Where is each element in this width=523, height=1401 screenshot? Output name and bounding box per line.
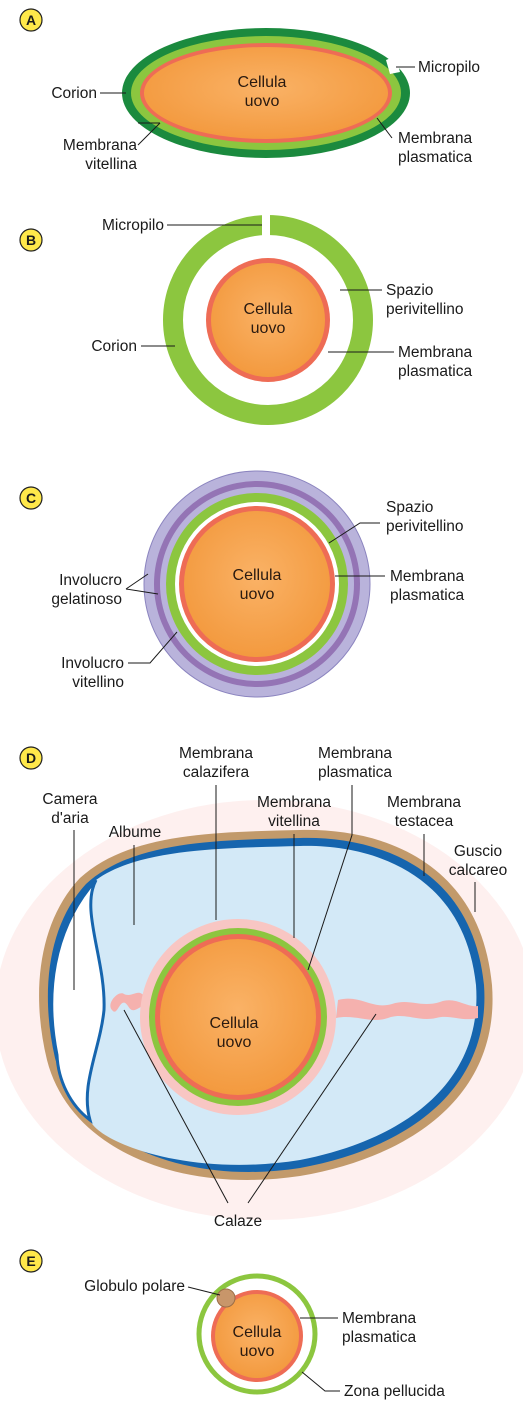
badge-d: D: [19, 746, 43, 770]
panel-b-corion-label: Corion: [91, 338, 137, 355]
panel-d-cell-label-2: uovo: [217, 1034, 252, 1051]
panel-b-spazio-label-2: perivitellino: [386, 301, 464, 318]
panel-b-plasmatica-label-1: Membrana: [398, 344, 472, 361]
panel-e: E Cellula uovo Globulo polare Membrana p…: [19, 1249, 445, 1400]
panel-c-gel-label-1: Involucro: [59, 572, 122, 589]
panel-d-cell-label-1: Cellula: [210, 1015, 259, 1032]
panel-d-chalaza-left: [110, 992, 160, 1012]
panel-d-vitellina-label-1: Membrana: [257, 794, 331, 811]
panel-b-plasmatica-label-2: plasmatica: [398, 363, 472, 380]
panel-e-cell-label-1: Cellula: [233, 1324, 282, 1341]
panel-a-vitellina-label-2: vitellina: [85, 156, 137, 173]
panel-d-air-chamber: [50, 879, 106, 1124]
badge-c: C: [19, 486, 43, 510]
panel-b-spazio-label-1: Spazio: [386, 282, 433, 299]
panel-a-plasmatica-label-2: plasmatica: [398, 149, 472, 166]
panel-c-cell-label-1: Cellula: [233, 567, 282, 584]
panel-a-plasmatica-label-1: Membrana: [398, 130, 472, 147]
panel-a-cell-label-1: Cellula: [238, 74, 287, 91]
panel-b-micropyle: [262, 212, 270, 236]
panel-a-micropyle: [386, 56, 400, 74]
panel-c-gel-label-2: gelatinoso: [51, 591, 122, 608]
panel-d-chalaza-right: [336, 998, 478, 1020]
panel-c-gel-leader-1: [125, 573, 149, 590]
badge-b: B: [19, 228, 43, 252]
panel-a-micropilo-label: Micropilo: [418, 59, 480, 76]
panel-e-globulo-label: Globulo polare: [84, 1278, 185, 1295]
badge-a-letter: A: [26, 12, 36, 28]
panel-d-calaze-label: Calaze: [214, 1213, 262, 1230]
panel-a-cell: [144, 47, 388, 139]
panel-d-guscio-label-2: calcareo: [449, 862, 508, 879]
panel-d-calaze-leader-right: [247, 1013, 377, 1204]
panel-a-vitellina-label-1: Membrana: [63, 137, 137, 154]
badge-e: E: [19, 1249, 43, 1273]
panel-b-cell-label-2: uovo: [251, 320, 286, 337]
panel-c-plasmatica-label-1: Membrana: [390, 568, 464, 585]
badge-a: A: [19, 8, 43, 32]
badge-d-letter: D: [26, 750, 36, 766]
panel-d-vitellina-label-2: vitellina: [268, 813, 320, 830]
panel-d-plasmatica-leader: [307, 785, 353, 971]
panel-e-plasmatica-label-1: Membrana: [342, 1310, 416, 1327]
panel-d-albume-label: Albume: [109, 824, 162, 841]
panel-b-cell-label-1: Cellula: [244, 301, 293, 318]
panel-b-micropilo-label: Micropilo: [102, 217, 164, 234]
panel-a-cell-label-2: uovo: [245, 93, 280, 110]
panel-a: A Cellula uovo Corion Micropilo Membrana…: [19, 8, 480, 173]
panel-d-plasmatica-label-2: plasmatica: [318, 764, 392, 781]
panel-e-zona-leader: [301, 1371, 340, 1392]
panel-d-cell: [160, 939, 316, 1095]
panel-d-camera-label-2: d'aria: [51, 810, 89, 827]
panel-d-calazifera-label-1: Membrana: [179, 745, 253, 762]
panel-e-polar-body: [216, 1288, 236, 1308]
panel-d: D Cellula uovo Membrana calazifera Membr…: [0, 745, 523, 1230]
panel-c-cell-label-2: uovo: [240, 586, 275, 603]
panel-a-corion-label: Corion: [51, 85, 97, 102]
panel-c-vitellino-leader: [128, 631, 178, 664]
panel-e-globulo-leader: [187, 1286, 221, 1296]
panel-d-guscio-label-1: Guscio: [454, 843, 502, 860]
badge-c-letter: C: [26, 490, 36, 506]
panel-c-vitellino-label-1: Involucro: [61, 655, 124, 672]
panel-c-plasmatica-label-2: plasmatica: [390, 587, 464, 604]
panel-a-vitellina-leader-2: [137, 122, 161, 146]
panel-b: B Cellula uovo Micropilo Corion Spazio p…: [19, 212, 472, 425]
panel-e-cell: [215, 1294, 299, 1378]
panel-c-spazio-label-1: Spazio: [386, 499, 433, 516]
panel-d-calaze-leader-left: [123, 1009, 229, 1204]
panel-d-testacea-label-1: Membrana: [387, 794, 461, 811]
badge-b-letter: B: [26, 232, 36, 248]
panel-c-spazio-label-2: perivitellino: [386, 518, 464, 535]
panel-c-cell: [184, 511, 330, 657]
panel-e-plasmatica-label-2: plasmatica: [342, 1329, 416, 1346]
panel-e-cell-label-2: uovo: [240, 1343, 275, 1360]
panel-d-testacea-label-2: testacea: [395, 813, 454, 830]
panel-d-plasmatica-label-1: Membrana: [318, 745, 392, 762]
panel-d-camera-label-1: Camera: [42, 791, 98, 808]
panel-c-vitellino-label-2: vitellino: [72, 674, 124, 691]
badge-e-letter: E: [26, 1253, 35, 1269]
panel-a-plasmatica-leader: [376, 117, 393, 139]
panel-c: C Cellula uovo Spazio perivitellino Memb…: [19, 470, 464, 698]
panel-c-spazio-leader: [328, 522, 380, 544]
panel-e-zona-label: Zona pellucida: [344, 1383, 445, 1400]
panel-c-gel-leader-2: [125, 588, 159, 595]
panel-d-calazifera-label-2: calazifera: [183, 764, 250, 781]
panel-b-cell: [211, 263, 325, 377]
